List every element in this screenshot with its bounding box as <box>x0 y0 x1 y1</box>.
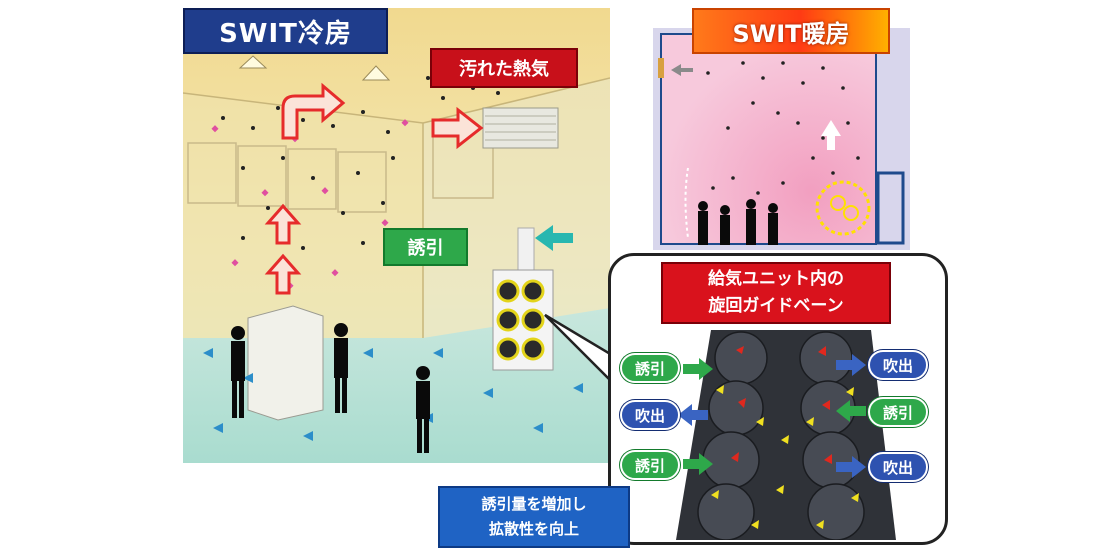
right-tag-outflow-2: 吹出 <box>868 452 928 482</box>
callout-title: 給気ユニット内の 旋回ガイドベーン <box>661 262 891 324</box>
outflow-arrow-icon <box>678 404 708 426</box>
person-silhouette-icon <box>231 323 430 453</box>
curved-arrow-icon <box>281 82 346 140</box>
left-tag-induce-2: 誘引 <box>620 450 680 480</box>
left-tag-outflow: 吹出 <box>620 400 680 430</box>
inflow-arrow-icon <box>683 453 713 475</box>
outflow-arrow-icon <box>836 456 866 478</box>
inflow-arrow-icon <box>535 225 573 251</box>
dirty-hot-air-label: 汚れた熱気 <box>430 48 578 88</box>
supply-unit-icon <box>492 227 554 371</box>
heating-title: SWIT暖房 <box>692 8 890 54</box>
callout-title-line1: 給気ユニット内の <box>708 269 844 289</box>
right-tag-induce: 誘引 <box>868 397 928 427</box>
induction-label: 誘引 <box>383 228 468 266</box>
up-arrow-icon <box>264 203 302 295</box>
exhaust-arrow-icon <box>431 106 484 150</box>
left-tag-induce-1: 誘引 <box>620 353 680 383</box>
result-line2: 拡散性を向上 <box>488 520 579 538</box>
result-line1: 誘引量を増加し <box>481 495 587 513</box>
inflow-arrow-icon <box>683 358 713 380</box>
heating-scene <box>653 28 910 250</box>
callout-title-line2: 旋回ガイドベーン <box>708 296 844 316</box>
result-box: 誘引量を増加し 拡散性を向上 <box>438 486 630 548</box>
outflow-arrow-icon <box>836 354 866 376</box>
guide-vane-panel <box>676 330 896 540</box>
cooling-title: SWIT冷房 <box>183 8 388 54</box>
right-tag-outflow-1: 吹出 <box>868 350 928 380</box>
inflow-arrow-icon <box>836 400 866 422</box>
